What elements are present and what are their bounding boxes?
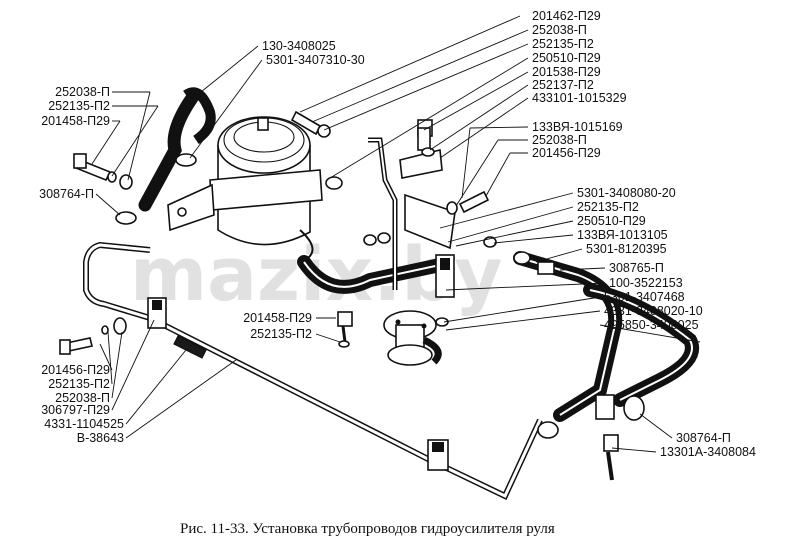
supply-hose [138, 87, 216, 212]
part-label: 308764-П [676, 431, 731, 445]
part-label: 308764-П [39, 187, 94, 201]
figure-caption: Рис. 11-33. Установка трубопроводов гидр… [180, 521, 555, 537]
part-labels: 201462-П29 252038-П 252135-П2 250510-П29… [39, 9, 756, 459]
pump-bracket [368, 119, 456, 298]
part-label: 133ВЯ-1015169 [532, 120, 623, 134]
pump-inlet-hose [297, 255, 447, 294]
part-label: 5301-3408080-20 [577, 186, 676, 200]
part-label: 201456-П29 [532, 146, 601, 160]
part-label: 252137-П2 [532, 78, 594, 92]
part-label: 5301-3407468 [604, 290, 685, 304]
part-label: 201456-П29 [41, 363, 110, 377]
part-label: 100-3522153 [609, 276, 683, 290]
oil-reservoir [167, 116, 323, 259]
part-label: 130-3408025 [262, 39, 336, 53]
part-label: 4331-3408020-10 [604, 304, 703, 318]
hose-fittings [513, 251, 645, 481]
part-label: 201462-П29 [532, 9, 601, 23]
part-label: В-38643 [77, 431, 124, 445]
part-label: 133ВЯ-1013105 [577, 228, 668, 242]
tube-clamp-bottom [427, 439, 449, 471]
part-label: 201458-П29 [243, 311, 312, 325]
part-label: 308765-П [609, 261, 664, 275]
tube-clamp-left [59, 297, 167, 355]
steering-pump [383, 310, 442, 366]
part-label: 306797-П29 [41, 403, 110, 417]
part-label: 495850-3408025 [604, 318, 699, 332]
part-label: 201538-П29 [532, 65, 601, 79]
part-label: 252038-П [532, 23, 587, 37]
return-tube [83, 241, 543, 501]
part-label: 5301-3407310-30 [266, 53, 365, 67]
part-label: 252038-П [532, 133, 587, 147]
part-label: 250510-П29 [532, 51, 601, 65]
part-label: 252135-П2 [48, 377, 110, 391]
part-label: 250510-П29 [577, 214, 646, 228]
part-label: 252135-П2 [48, 99, 110, 113]
part-label: 5301-8120395 [586, 242, 667, 256]
part-label: 4331-1104525 [44, 417, 124, 431]
part-label: 13301А-3408084 [660, 445, 756, 459]
part-label: 252135-П2 [532, 37, 594, 51]
part-label: 433101-1015329 [532, 91, 627, 105]
fasteners [73, 110, 497, 348]
part-label: 252135-П2 [577, 200, 639, 214]
part-label: 252038-П [55, 391, 110, 405]
part-label: 252135-П2 [250, 327, 312, 341]
part-label: 201458-П29 [41, 114, 110, 128]
leader-lines [91, 15, 701, 453]
hose-sleeve [173, 335, 207, 359]
part-label: 252038-П [55, 85, 110, 99]
